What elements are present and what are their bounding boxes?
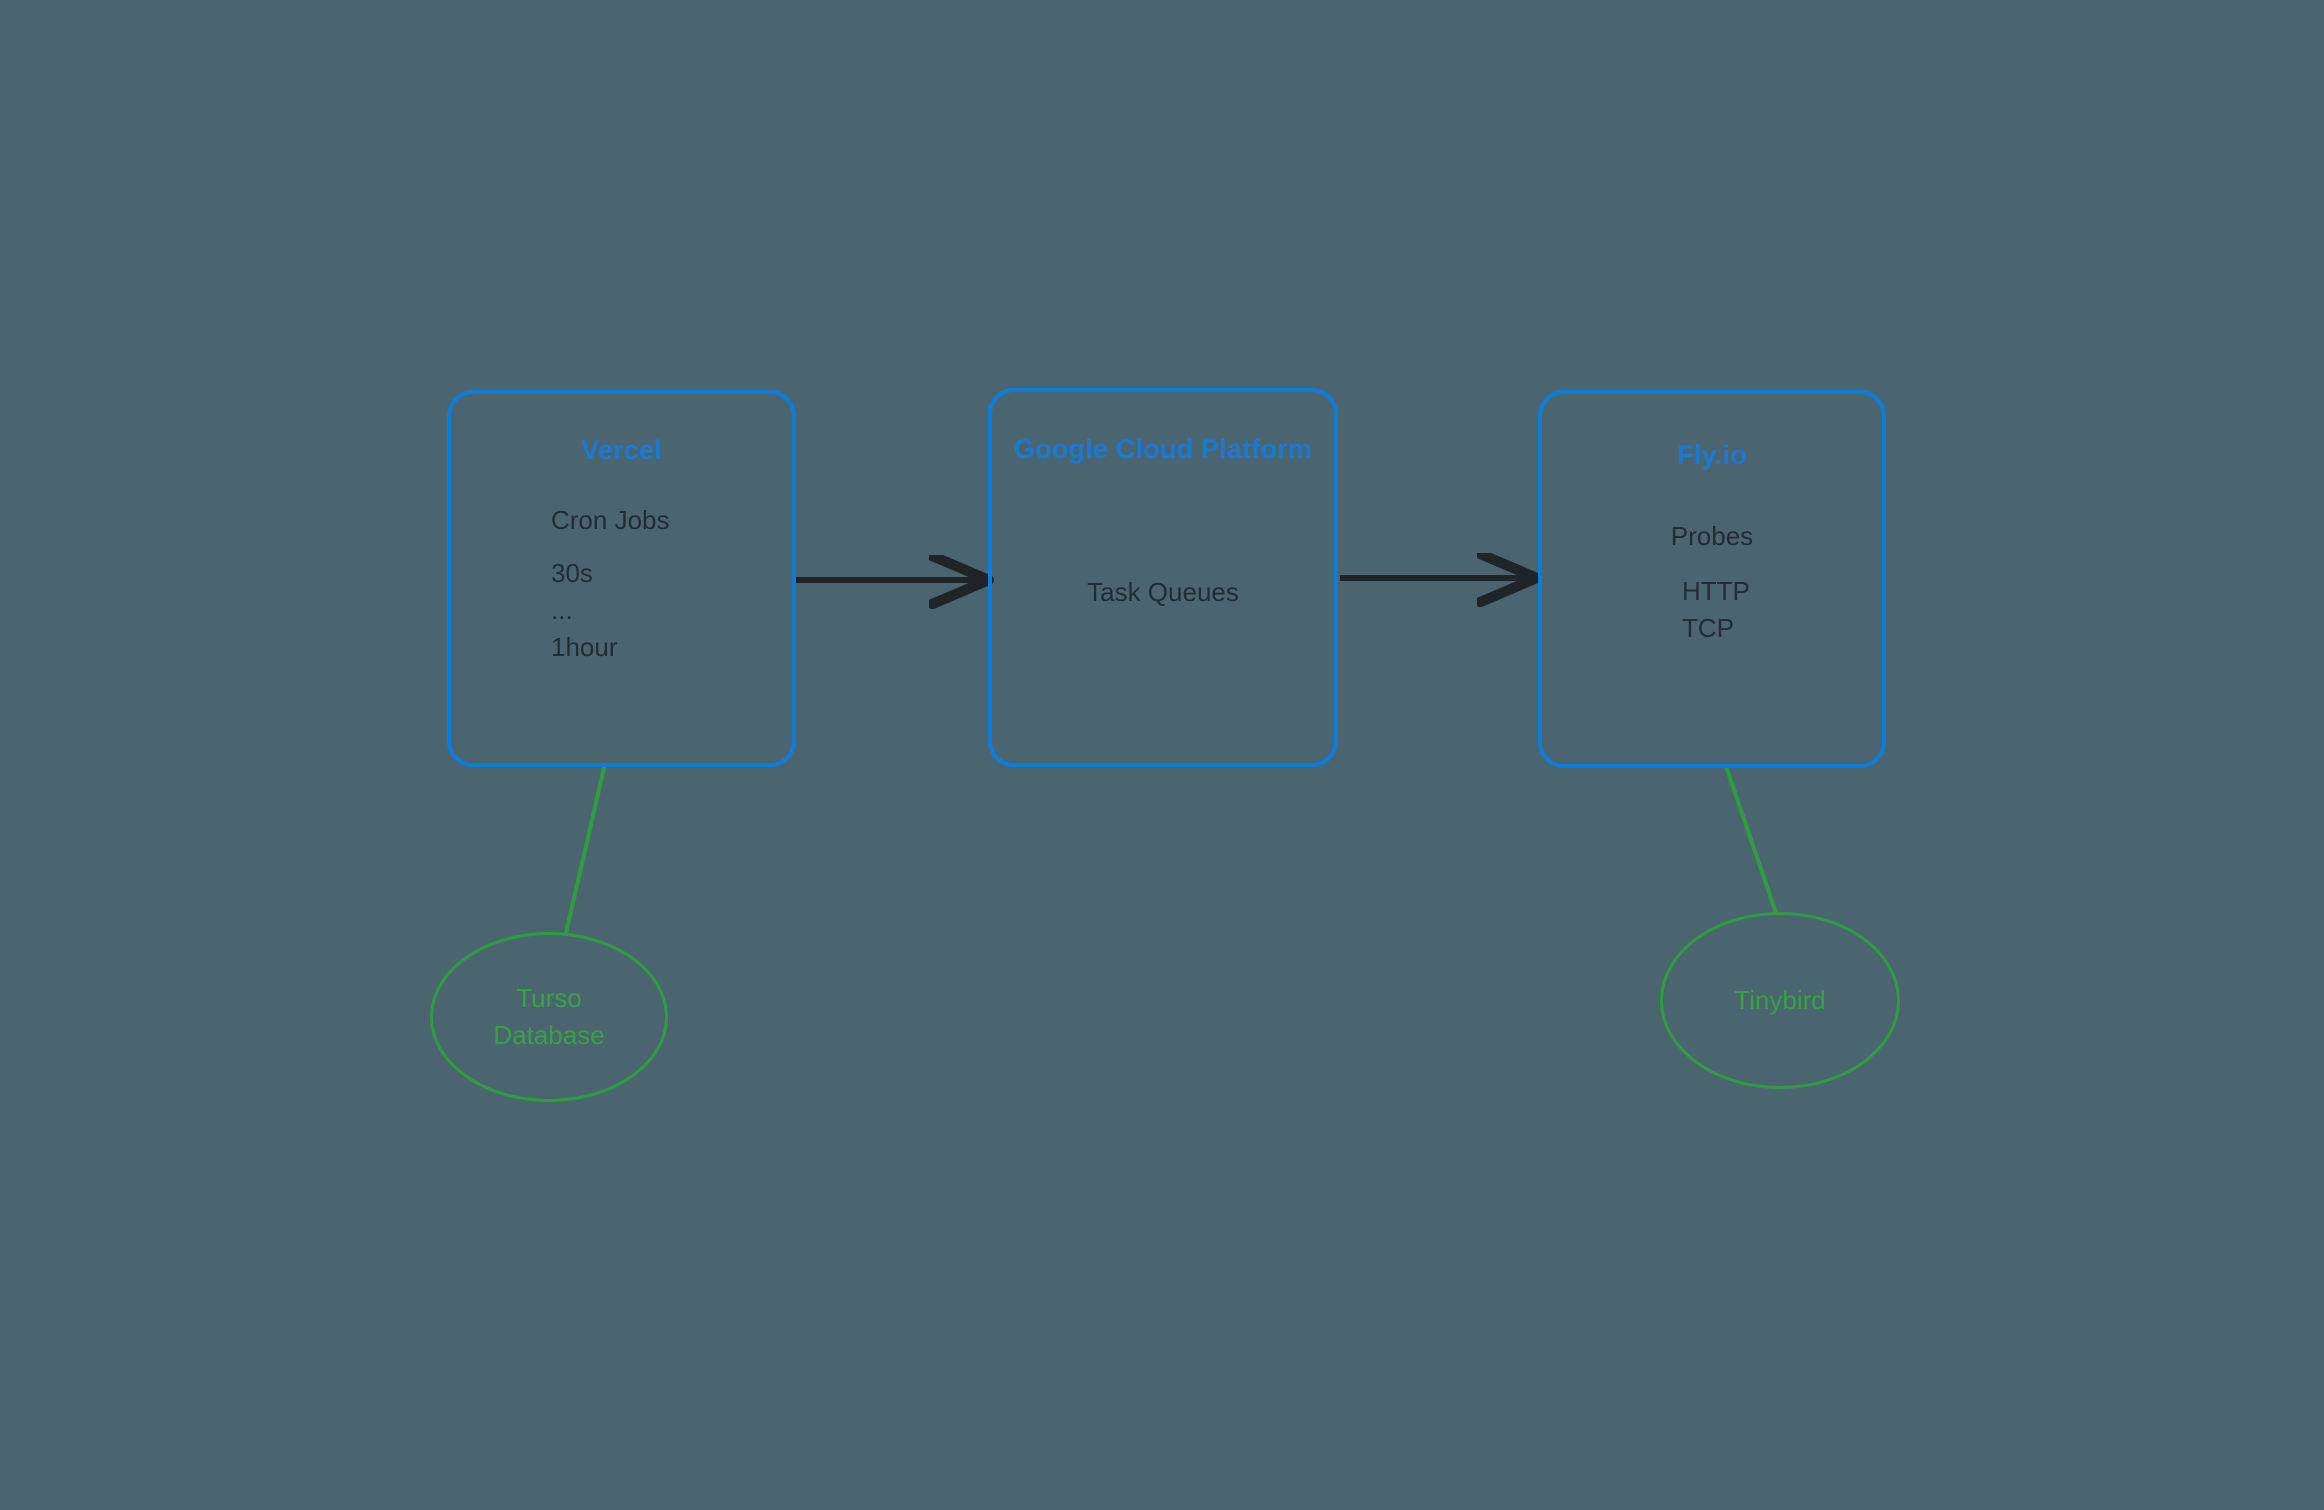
group-title-vercel: Vercel [581, 435, 662, 465]
group-box-gcp[interactable]: Google Cloud Platform Task Queues [988, 388, 1338, 767]
group-title-fly: Fly.io [1677, 440, 1747, 470]
connector-vercel-to-turso [564, 766, 606, 935]
node-text-probes: Probes [1670, 521, 1754, 551]
node-text-schedule: 30s ... 1hour [551, 558, 618, 662]
group-box-fly[interactable]: Fly.io Probes HTTP TCP [1538, 390, 1886, 768]
group-title-gcp: Google Cloud Platform [1013, 434, 1313, 464]
node-text-task-queues: Task Queues [1087, 577, 1239, 607]
node-text-cron-jobs: Cron Jobs [551, 505, 670, 535]
node-text-protocols: HTTP TCP [1682, 576, 1750, 643]
ellipse-label-tinybird: Tinybird [1734, 985, 1826, 1016]
ellipse-node-tinybird[interactable]: Tinybird [1660, 912, 1900, 1089]
connector-fly-to-tinybird [1725, 767, 1778, 915]
ellipse-node-turso[interactable]: Turso Database [430, 932, 668, 1102]
ellipse-label-turso: Turso Database [493, 983, 605, 1050]
group-box-vercel[interactable]: Vercel Cron Jobs 30s ... 1hour [447, 390, 796, 767]
